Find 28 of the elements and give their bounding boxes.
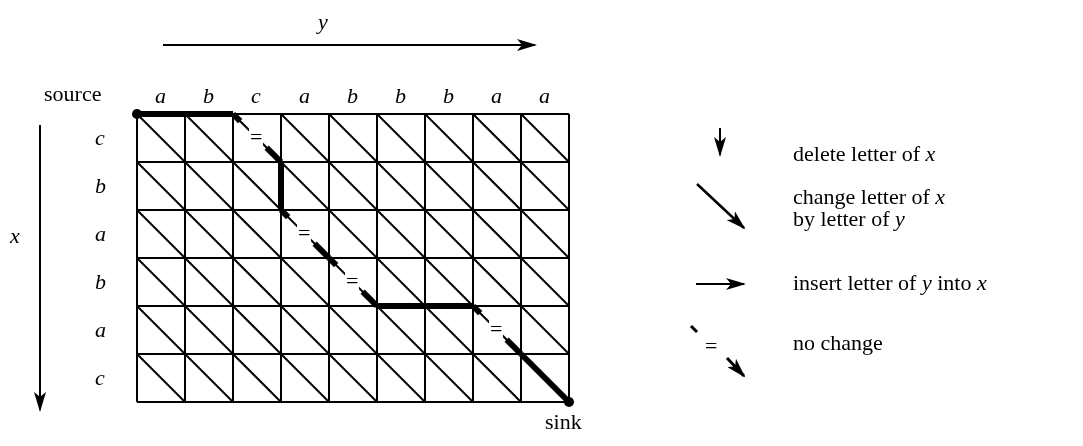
equals-sign: = xyxy=(249,125,264,149)
row-letter: a xyxy=(95,222,106,246)
legend-text: delete letter of x xyxy=(793,143,937,165)
column-letter: a xyxy=(491,84,502,108)
column-letter: a xyxy=(299,84,310,108)
row-letter: c xyxy=(95,126,105,150)
column-letter: c xyxy=(251,84,261,108)
column-letter: b xyxy=(203,84,214,108)
row-letter: b xyxy=(95,174,106,198)
source-label: source xyxy=(44,82,102,106)
column-letter: a xyxy=(155,84,166,108)
axis-label: y xyxy=(318,10,328,34)
legend-text: change letter of x by letter of y xyxy=(793,186,947,230)
legend-text: no change xyxy=(793,332,884,354)
equals-sign: = xyxy=(345,269,360,293)
column-letter: b xyxy=(395,84,406,108)
legend-text: insert letter of y into x xyxy=(793,272,988,294)
column-letter: a xyxy=(539,84,550,108)
equals-sign: = xyxy=(489,317,504,341)
column-letter: b xyxy=(347,84,358,108)
column-letter: b xyxy=(443,84,454,108)
axis-label: x xyxy=(10,224,20,248)
equals-sign: = xyxy=(297,221,312,245)
sink-label: sink xyxy=(545,410,582,434)
row-letter: a xyxy=(95,318,106,342)
row-letter: b xyxy=(95,270,106,294)
equals-sign: = xyxy=(705,334,718,358)
row-letter: c xyxy=(95,366,105,390)
